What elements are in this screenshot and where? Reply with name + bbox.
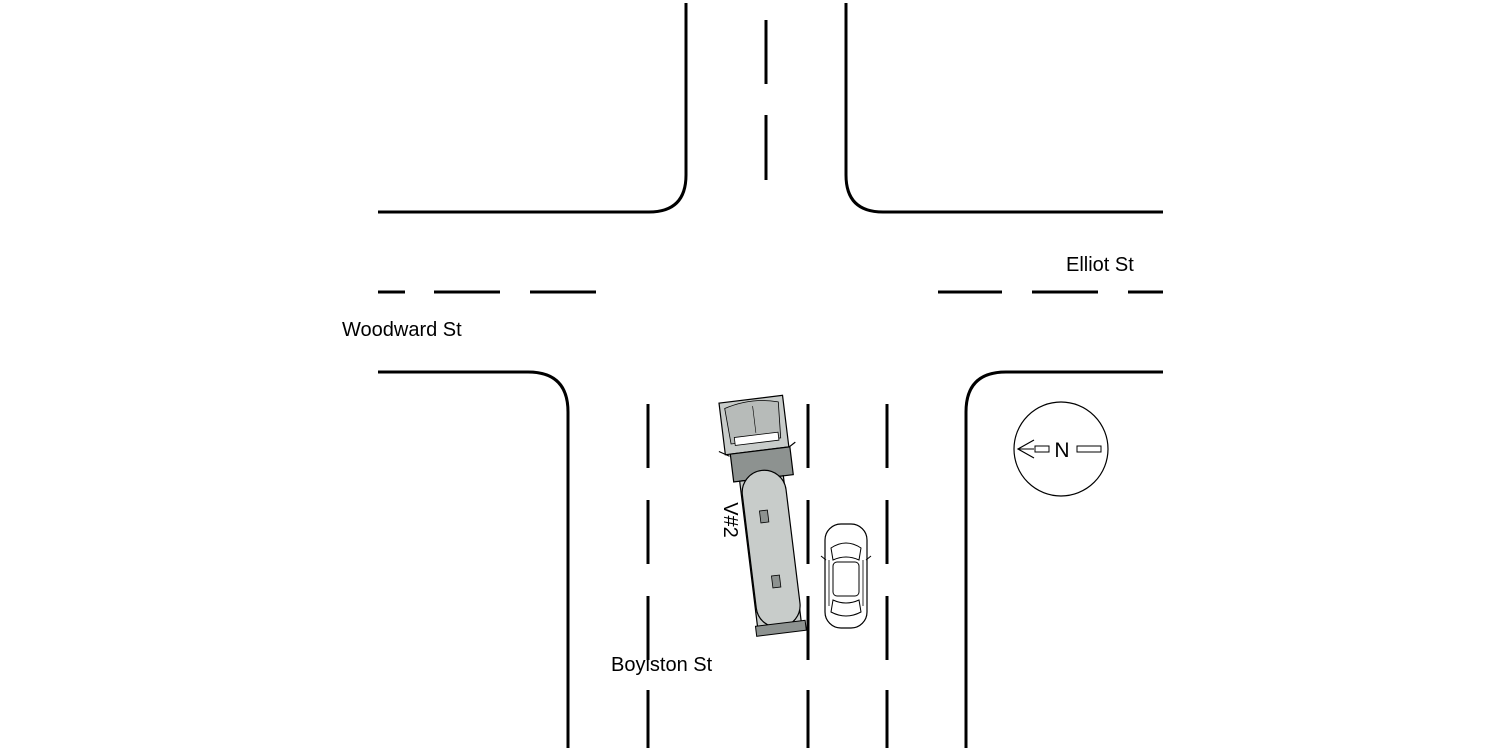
road-edge-south-west xyxy=(378,370,570,748)
lane-markings xyxy=(378,20,1163,748)
road-edge-south-east xyxy=(964,370,1163,748)
truck-v2 xyxy=(718,394,807,637)
road-edge-north-east xyxy=(844,3,1163,214)
truck-drum xyxy=(741,469,801,629)
street-label-boylston: Boylston St xyxy=(611,654,713,676)
road-edge-north-west xyxy=(378,3,688,214)
street-label-elliot: Elliot St xyxy=(1066,254,1134,276)
north-arrow-icon: N xyxy=(1013,401,1109,497)
truck-label: V#2 xyxy=(719,502,741,538)
passenger-car xyxy=(820,523,872,629)
road-edges xyxy=(378,3,1163,748)
north-letter: N xyxy=(1054,439,1069,462)
street-label-woodward: Woodward St xyxy=(342,319,462,341)
